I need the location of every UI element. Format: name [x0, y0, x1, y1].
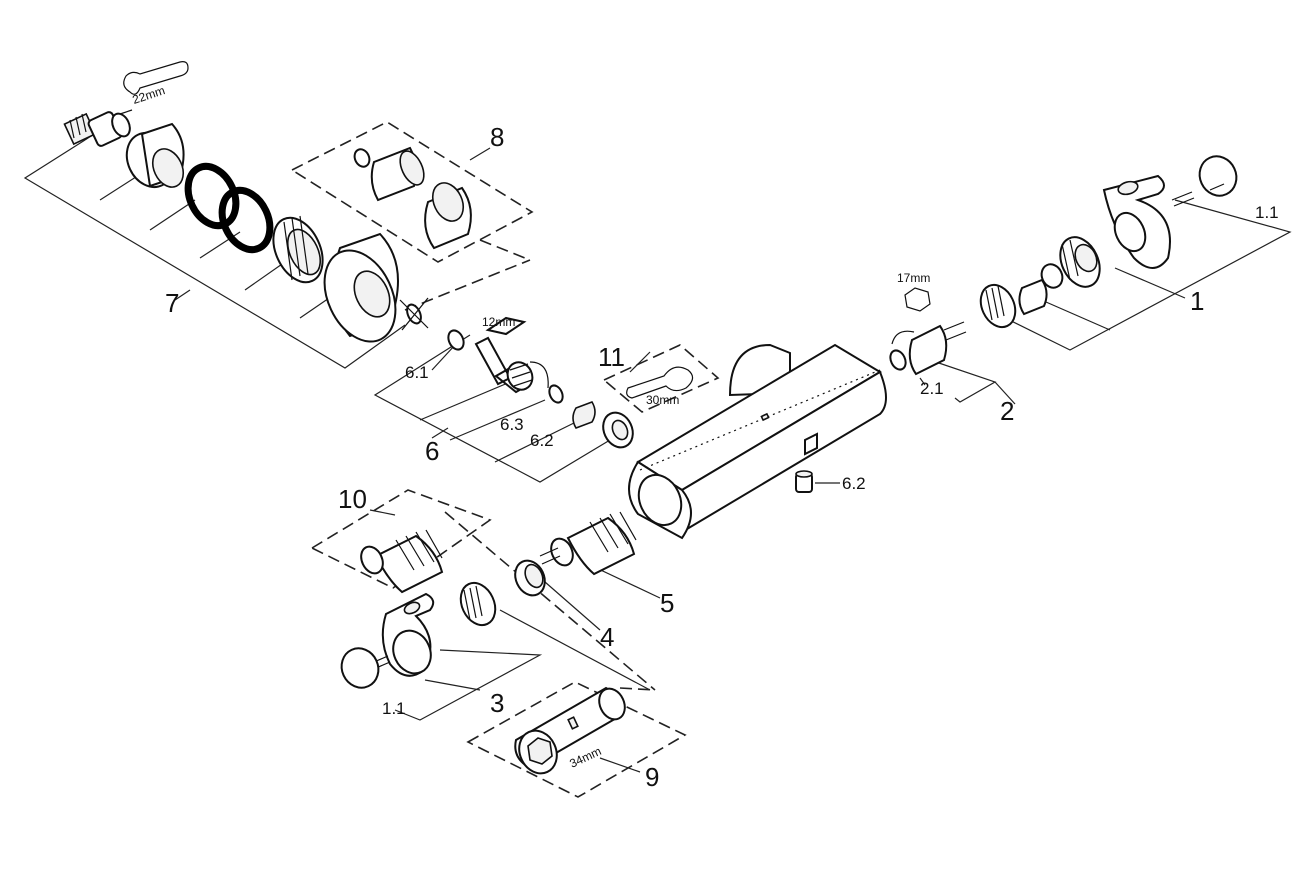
callout-5: 5: [660, 588, 674, 618]
eccentric-union: [125, 122, 185, 189]
leader-lines: [23, 129, 1292, 773]
callout-8: 8: [490, 122, 504, 152]
o-ring-large-2: [218, 186, 274, 254]
callout-6-1: 6.1: [405, 363, 429, 382]
o-ring-6-3: [548, 384, 564, 404]
o-ring-2-1: [889, 349, 907, 371]
wall-rosette: [323, 232, 399, 343]
label-30mm: 30mm: [646, 393, 679, 407]
cap-1-1-left: [340, 647, 380, 689]
part-group-4: [514, 559, 546, 597]
callout-1: 1: [1190, 286, 1204, 316]
insert-6-2: [572, 401, 596, 429]
threaded-nipple: [63, 111, 131, 147]
part-group-1: [979, 155, 1238, 329]
callout-6-3: 6.3: [500, 415, 524, 434]
dashed-boxes: [290, 121, 720, 798]
part-group-7: [63, 61, 429, 343]
part-group-10: [360, 529, 444, 594]
socket-wrench-34mm: [514, 686, 626, 775]
callout-3: 3: [490, 688, 504, 718]
wrench-22mm: [119, 61, 189, 115]
check-washer: [399, 297, 429, 331]
callout-6-2: 6.2: [530, 431, 554, 450]
threaded-ring: [272, 215, 324, 284]
thermo-cartridge: [908, 324, 948, 376]
callout-1-1-right: 1.1: [1255, 203, 1279, 222]
callout-11: 11: [598, 342, 625, 372]
part-group-3: [340, 581, 497, 689]
wrench-30mm: [626, 366, 694, 399]
callout-1-1-left: 1.1: [382, 699, 406, 718]
label-17mm: 17mm: [897, 271, 930, 285]
callout-6-2-body: 6.2: [842, 474, 866, 493]
callout-6: 6: [425, 436, 439, 466]
cap-1-1: [1198, 155, 1238, 197]
part-group-2: [889, 287, 967, 376]
label-12mm: 12mm: [482, 315, 515, 329]
callout-2-1: 2.1: [920, 379, 944, 398]
thermostat-body: [628, 343, 887, 540]
label-34mm: 34mm: [567, 744, 603, 771]
part-group-5: [539, 511, 637, 576]
part-group-6: [447, 316, 634, 449]
hex-17mm-icon: [904, 287, 931, 312]
callout-10: 10: [338, 484, 367, 514]
callout-7: 7: [165, 288, 179, 318]
label-22mm: 22mm: [131, 83, 167, 107]
part-group-8: [353, 146, 472, 250]
callout-labels: 1 1.1 2 2.1 3 1.1 4 5 6 6.1 6.2 6.2 6.3 …: [165, 122, 1279, 792]
washer-6-1: [447, 329, 465, 351]
callout-2: 2: [1000, 396, 1014, 426]
callout-9: 9: [645, 762, 659, 792]
callout-4: 4: [600, 622, 614, 652]
o-ring-large-1: [184, 162, 240, 230]
